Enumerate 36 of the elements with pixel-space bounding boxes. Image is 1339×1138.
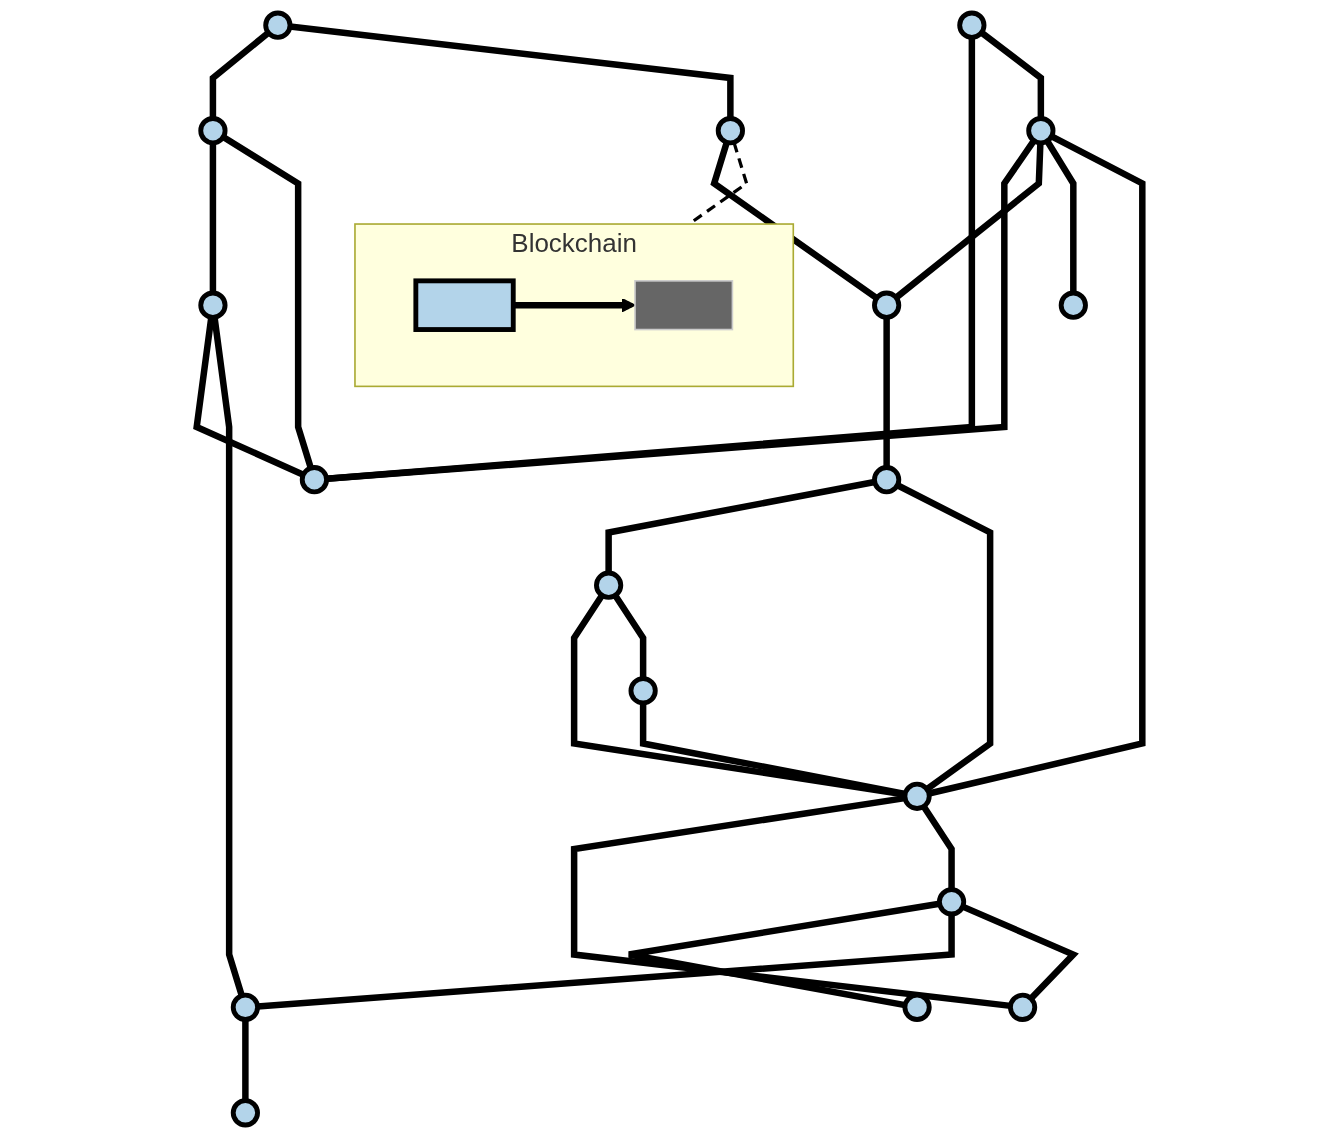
connector (883, 317, 890, 468)
node-circle (230, 992, 260, 1022)
connector (896, 482, 994, 792)
node-circle (936, 887, 967, 917)
connector (710, 141, 879, 301)
node-circle (299, 465, 329, 495)
node-circle (1026, 116, 1056, 146)
connector (1044, 139, 1077, 293)
connector (209, 142, 217, 293)
connector (921, 804, 955, 890)
connector (961, 903, 1079, 1001)
connector (209, 30, 271, 119)
node-circle (198, 290, 228, 320)
node-circle (1058, 290, 1088, 320)
cluster: Blockchain (354, 223, 795, 388)
connector (612, 593, 647, 679)
connector (605, 478, 876, 574)
node-circle (957, 10, 987, 40)
node-box (634, 280, 734, 331)
node-circle (263, 10, 293, 40)
node-circle (230, 1098, 260, 1128)
connector (570, 593, 906, 798)
node-circle (594, 570, 624, 600)
node-circle (1007, 992, 1038, 1022)
connector (979, 29, 1045, 119)
connector (289, 23, 734, 119)
node-circle (902, 781, 932, 811)
arrow (513, 298, 636, 313)
node-circle (715, 116, 745, 146)
node-circle (198, 116, 228, 146)
node-circle (872, 290, 902, 320)
connector (242, 1019, 249, 1101)
node-circle (628, 676, 658, 706)
node-circle (872, 465, 902, 495)
node-box (413, 278, 516, 332)
connector (928, 133, 1146, 797)
